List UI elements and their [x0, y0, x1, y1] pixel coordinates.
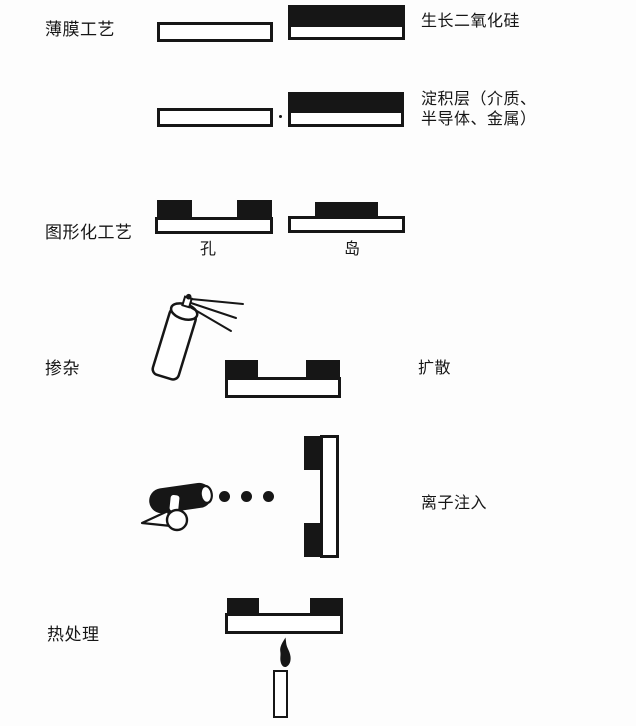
hole-pattern-block-right: [237, 200, 272, 217]
candle-icon: [273, 670, 288, 718]
doping-title: 掺杂: [45, 359, 80, 378]
thin-film-title: 薄膜工艺: [45, 20, 115, 39]
oxide-wafer-base: [288, 24, 405, 40]
deposition-wafer: [288, 92, 404, 127]
heat-wafer-block-left: [227, 598, 259, 614]
ion-dot: [263, 491, 274, 502]
implant-mask-bottom: [304, 523, 321, 557]
deposition-layer: [288, 92, 404, 110]
island-pattern-block: [315, 202, 378, 216]
doping-wafer-base: [225, 377, 341, 398]
heat-wafer-base: [225, 613, 343, 634]
heat-wafer-block-right: [310, 598, 343, 614]
bare-wafer-2: [157, 108, 273, 127]
ion-dot: [241, 491, 252, 502]
implant-mask-top: [304, 436, 321, 470]
spray-lines: [189, 298, 244, 332]
spray-can-icon: [151, 293, 244, 381]
deposition-wafer-base: [288, 110, 404, 127]
ink-speck: [279, 115, 282, 118]
flame-icon: [280, 637, 291, 668]
island-label: 岛: [344, 241, 361, 258]
implant-wafer-base: [320, 435, 339, 558]
deposition-label: 淀积层（介质、 半导体、金属）: [421, 91, 537, 128]
patterning-title: 图形化工艺: [45, 223, 133, 242]
hole-pattern-block-left: [157, 200, 192, 217]
oxide-wafer: [288, 5, 405, 40]
oxide-layer: [288, 5, 405, 24]
hole-pattern-base: [155, 217, 273, 234]
bare-wafer-1: [157, 22, 273, 42]
doped-region-right: [306, 360, 340, 377]
heat-treatment-title: 热处理: [47, 625, 100, 644]
doped-region-left: [225, 360, 258, 377]
ion-gun-icon: [140, 482, 213, 532]
hole-label: 孔: [200, 241, 217, 258]
oxide-label: 生长二氧化硅: [421, 13, 521, 30]
ion-dot: [219, 491, 230, 502]
island-pattern-base: [288, 216, 405, 233]
diffusion-label: 扩散: [418, 360, 452, 377]
ion-implantation-label: 离子注入: [421, 495, 488, 512]
